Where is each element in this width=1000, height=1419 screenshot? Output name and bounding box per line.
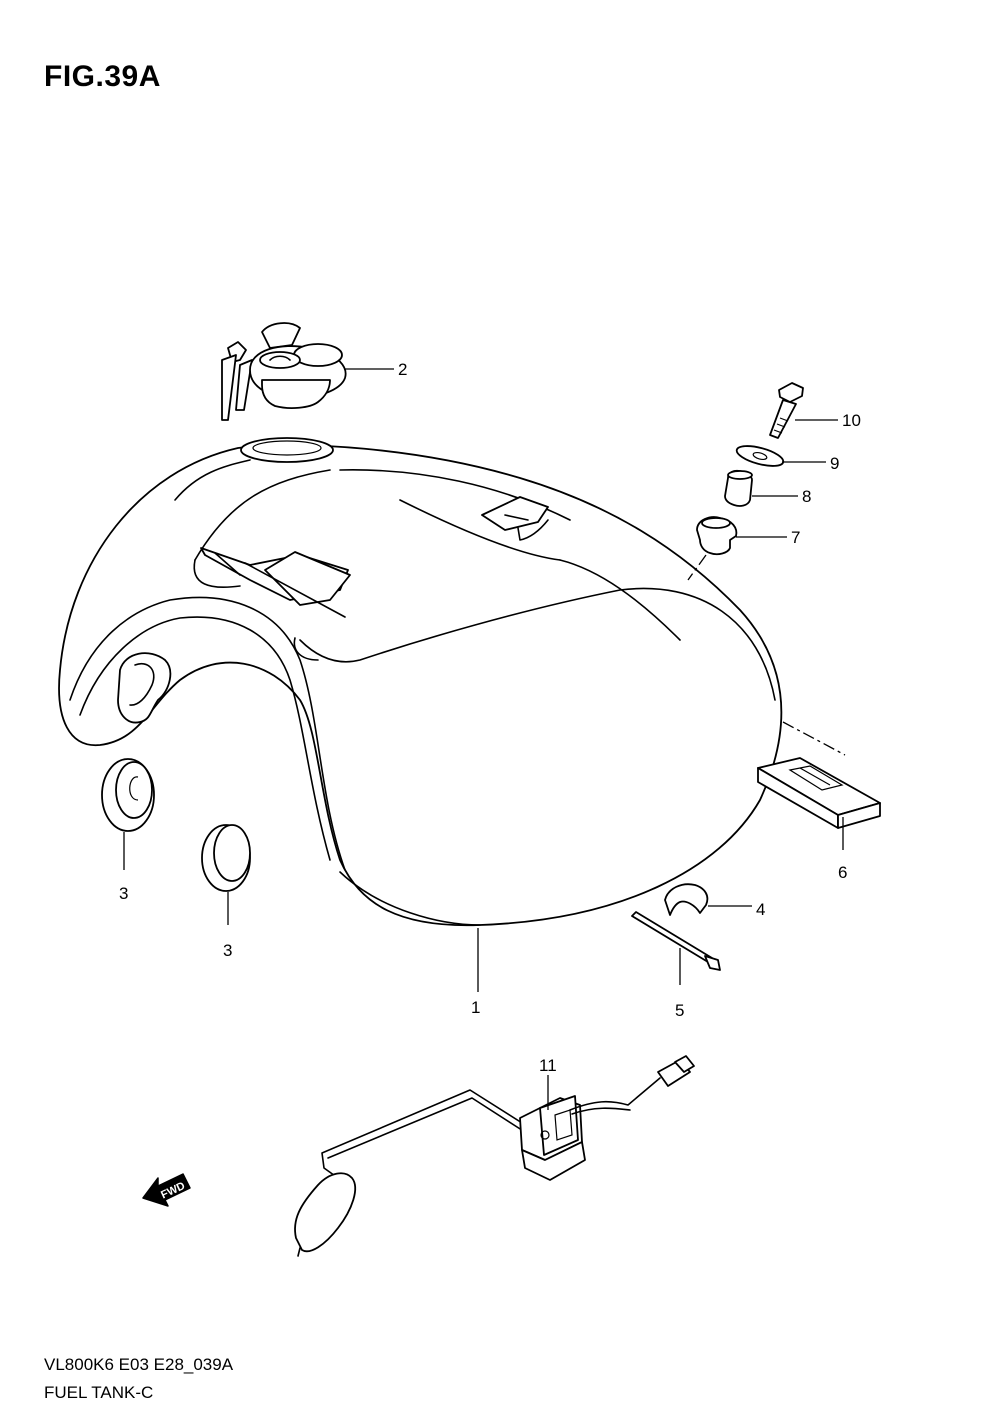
- fuel-tank[interactable]: [58, 437, 783, 927]
- figure-title: FIG.39A: [44, 60, 161, 93]
- cap-c[interactable]: [101, 758, 155, 832]
- bolt[interactable]: [769, 382, 804, 439]
- fuel-level-sender[interactable]: [294, 1055, 695, 1257]
- callout-11: 11: [539, 1056, 557, 1075]
- figure-code: VL800K6 E03 E28_039A: [44, 1355, 234, 1374]
- callout-2: 2: [398, 360, 407, 379]
- grommet[interactable]: [696, 516, 738, 556]
- collar[interactable]: [724, 469, 753, 507]
- callout-6: 6: [838, 863, 847, 882]
- figure-name: FUEL TANK-C: [44, 1383, 154, 1402]
- callout-1: 1: [471, 998, 480, 1017]
- callout-7: 7: [791, 528, 800, 547]
- clamp[interactable]: [664, 883, 709, 916]
- callout-5: 5: [675, 1001, 684, 1020]
- callout-3a: 3: [119, 884, 128, 903]
- callout-4: 4: [756, 900, 765, 919]
- callout-8: 8: [802, 487, 811, 506]
- callout-10: 10: [842, 411, 861, 430]
- cap-plug[interactable]: [201, 824, 251, 892]
- washer[interactable]: [735, 442, 786, 470]
- cable-tie[interactable]: [631, 911, 721, 971]
- fwd-arrow-icon: FWD: [142, 1173, 191, 1207]
- fuel-cap-with-keys[interactable]: [221, 322, 347, 421]
- callout-9: 9: [830, 454, 839, 473]
- cushion-pad[interactable]: [757, 757, 881, 829]
- callout-3b: 3: [223, 941, 232, 960]
